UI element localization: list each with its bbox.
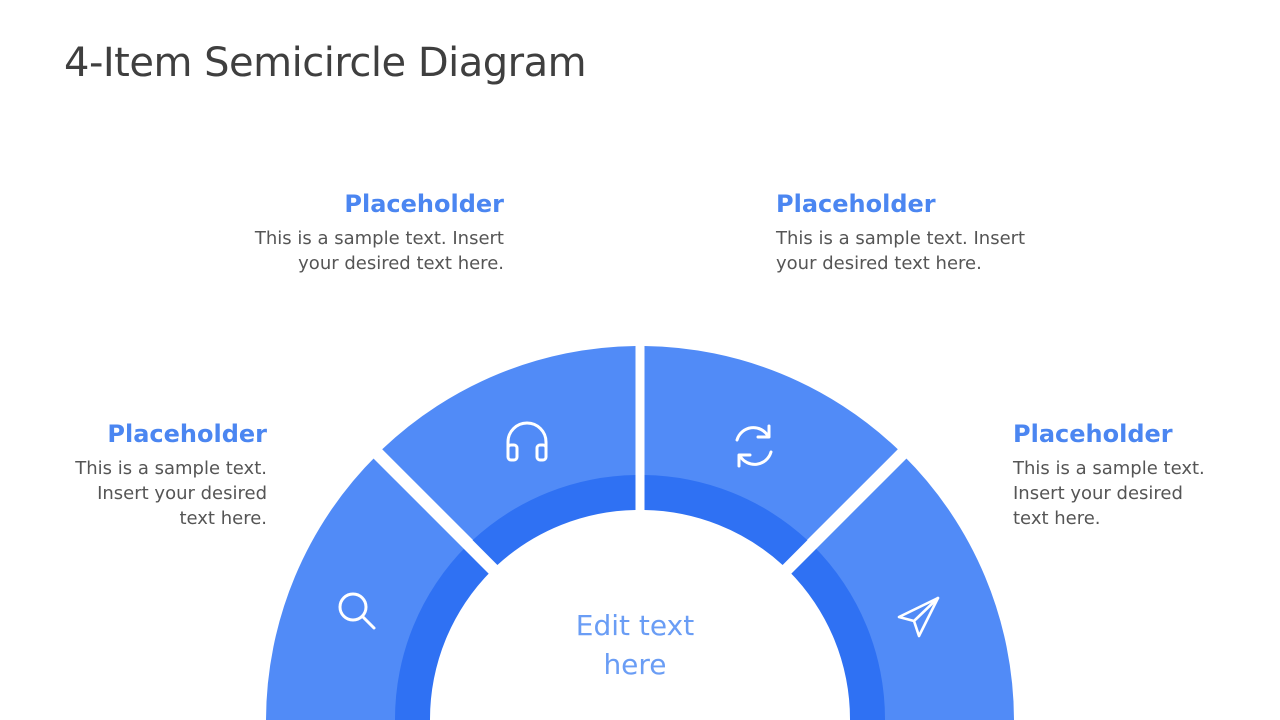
divider <box>637 441 919 720</box>
item-body-line: your desired text here. <box>298 253 504 274</box>
segment-send-inner <box>788 545 886 720</box>
segment-send-outer <box>809 455 1014 720</box>
item-heading: Placeholder <box>1013 420 1173 448</box>
item-body-line: This is a sample text. <box>75 458 267 479</box>
search-icon <box>338 592 376 630</box>
item-body-line: This is a sample text. Insert <box>776 228 1026 249</box>
item-heading: Placeholder <box>107 420 267 448</box>
center-text-line: here <box>603 648 667 681</box>
item-body-line: text here. <box>1013 508 1101 529</box>
item-body-line: Insert your desired <box>97 483 267 504</box>
divider <box>361 441 643 720</box>
center-text-line: Edit text <box>575 609 695 642</box>
segment-refresh-outer <box>644 346 898 543</box>
item-body: This is a sample text. Insert your desir… <box>214 226 504 276</box>
item-refresh-text: Placeholder This is a sample text. Inser… <box>776 190 1066 276</box>
item-heading: Placeholder <box>344 190 504 218</box>
item-body-line: This is a sample text. Insert <box>254 228 504 249</box>
segment-search-outer <box>266 455 471 720</box>
item-headphones-text: Placeholder This is a sample text. Inser… <box>214 190 504 276</box>
item-body-line: text here. <box>179 508 267 529</box>
headphones-icon <box>506 421 548 462</box>
slide-title: 4-Item Semicircle Diagram <box>64 40 587 86</box>
item-body: This is a sample text. Insert your desir… <box>776 226 1066 276</box>
segment-refresh-inner <box>644 475 808 565</box>
item-body-line: your desired text here. <box>776 253 982 274</box>
item-send-text: Placeholder This is a sample text. Inser… <box>1013 420 1280 531</box>
segment-search-inner <box>394 545 492 720</box>
send-icon <box>897 596 940 638</box>
item-body: This is a sample text. Insert your desir… <box>1013 456 1280 531</box>
item-search-text: Placeholder This is a sample text. Inser… <box>0 420 267 531</box>
segment-headphones-inner <box>472 475 636 565</box>
center-text: Edit text here <box>535 606 735 684</box>
refresh-icon <box>735 424 773 468</box>
item-body-line: Insert your desired <box>1013 483 1183 504</box>
item-body: This is a sample text. Insert your desir… <box>0 456 267 531</box>
item-heading: Placeholder <box>776 190 936 218</box>
item-body-line: This is a sample text. <box>1013 458 1205 479</box>
